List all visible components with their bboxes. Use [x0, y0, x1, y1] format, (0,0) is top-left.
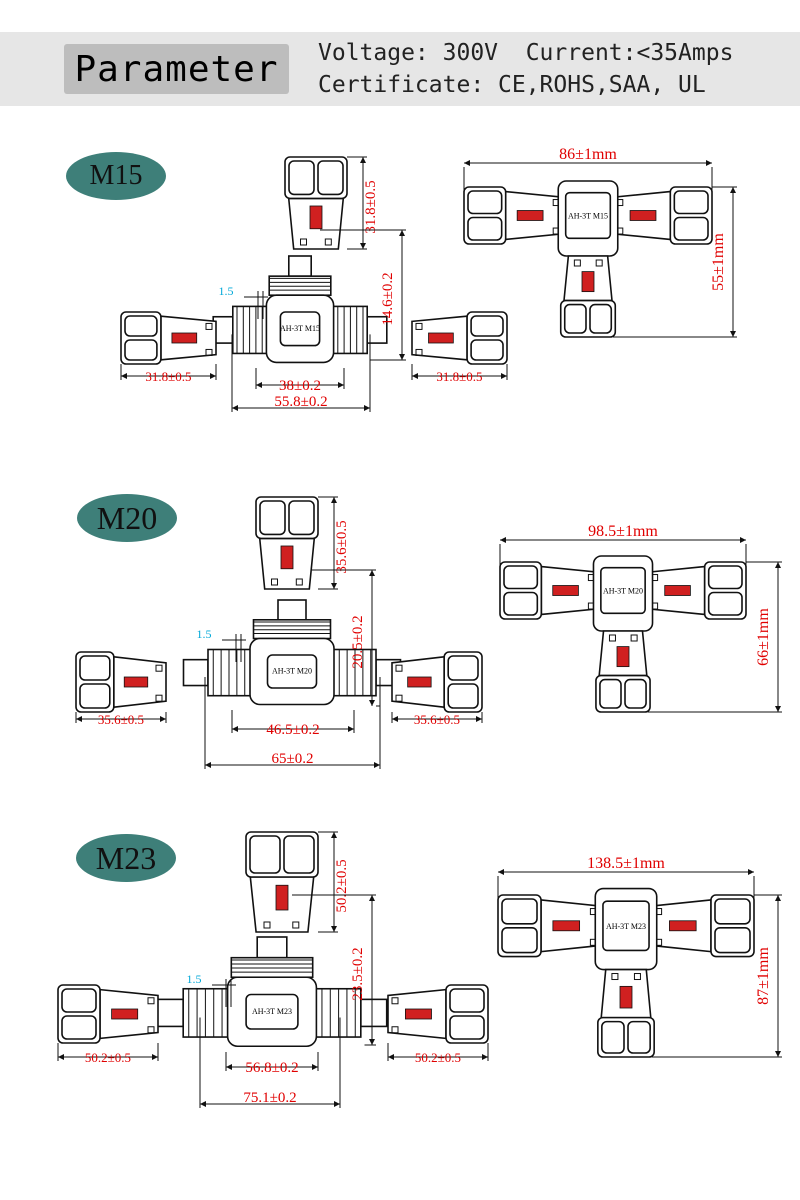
gap-dimension: 1.5 [197, 627, 212, 641]
right-plug-dimension: 31.8±0.5 [436, 369, 482, 384]
tee-body-label: AH-3T M23 [252, 1007, 292, 1016]
assembled-tee: AH-3T M23 [497, 887, 755, 1058]
assembled-width-dimension: 86±1mm [559, 146, 617, 163]
parameter-header: Parameter Voltage: 300V Current:<35Amps … [0, 32, 800, 106]
tee-body: AH-3T M23 [156, 936, 388, 1048]
body-width-dimension: 46.5±0.2 [266, 722, 319, 738]
left-plug [120, 311, 217, 365]
thread-height-dimension: 23.5±0.2 [350, 947, 366, 1000]
assembled-tee-label: AH-3T M23 [606, 922, 646, 931]
assembled-tee-right-plug [612, 186, 713, 245]
top-plug [245, 831, 319, 933]
top-plug-dimension: 50.2±0.5 [334, 859, 350, 912]
thread-height-dimension: 20.5±0.2 [350, 615, 366, 668]
tee-body-label: AH-3T M20 [272, 667, 312, 676]
left-plug-dimension: 50.2±0.5 [85, 1050, 131, 1065]
assembled-tee-down-plug [597, 968, 655, 1058]
left-plug [57, 984, 159, 1044]
assembled-tee-label: AH-3T M15 [568, 211, 608, 220]
assembled-tee: AH-3T M20 [499, 555, 747, 713]
assembled-tee-down-plug [559, 255, 617, 338]
model-badge-m23: M23 [76, 834, 176, 882]
left-plug [75, 651, 167, 713]
gap-dimension: 1.5 [219, 284, 234, 298]
right-plug [387, 984, 489, 1044]
tee-body-label: AH-3T M15 [280, 324, 320, 333]
top-plug-dimension: 31.8±0.5 [363, 180, 379, 233]
right-plug-dimension: 50.2±0.5 [415, 1050, 461, 1065]
assembled-height-dimension: 55±1mm [710, 233, 727, 291]
assembled-width-dimension: 138.5±1mm [587, 855, 665, 872]
total-width-dimension: 55.8±0.2 [274, 394, 327, 410]
assembled-tee-left-plug [497, 894, 602, 958]
thread-height-dimension: 14.6±0.2 [380, 272, 396, 325]
right-plug [391, 651, 483, 713]
assembled-tee-right-plug [650, 894, 755, 958]
assembled-tee-label: AH-3T M20 [603, 586, 643, 595]
left-plug-dimension: 35.6±0.5 [98, 712, 144, 727]
gap-dimension: 1.5 [187, 972, 202, 986]
body-width-dimension: 56.8±0.2 [245, 1060, 298, 1076]
left-plug-dimension: 31.8±0.5 [145, 369, 191, 384]
voltage-current-spec: Voltage: 300V Current:<35Amps [318, 40, 734, 66]
assembled-tee-right-plug [646, 561, 747, 620]
model-badge-m20: M20 [77, 494, 177, 542]
assembled-tee-left-plug [499, 561, 600, 620]
total-width-dimension: 65±0.2 [272, 751, 314, 767]
right-plug-dimension: 35.6±0.5 [414, 712, 460, 727]
top-plug [255, 496, 319, 590]
assembled-tee-down-plug [595, 630, 651, 713]
certificate-spec: Certificate: CE,ROHS,SAA, UL [318, 72, 706, 98]
top-plug-dimension: 35.6±0.5 [334, 520, 350, 573]
assembled-tee: AH-3T M15 [463, 180, 713, 338]
assembled-tee-left-plug [463, 186, 564, 245]
model-badge-m15: M15 [66, 152, 166, 200]
total-width-dimension: 75.1±0.2 [243, 1090, 296, 1106]
tee-body: AH-3T M15 [212, 255, 388, 364]
assembled-height-dimension: 66±1mm [755, 608, 772, 666]
body-width-dimension: 38±0.2 [279, 378, 321, 394]
parameter-title: Parameter [64, 44, 289, 94]
right-plug [411, 311, 508, 365]
top-plug [284, 156, 348, 250]
tee-body: AH-3T M20 [182, 599, 402, 706]
assembled-width-dimension: 98.5±1mm [588, 523, 658, 540]
assembled-height-dimension: 87±1mm [755, 947, 772, 1005]
